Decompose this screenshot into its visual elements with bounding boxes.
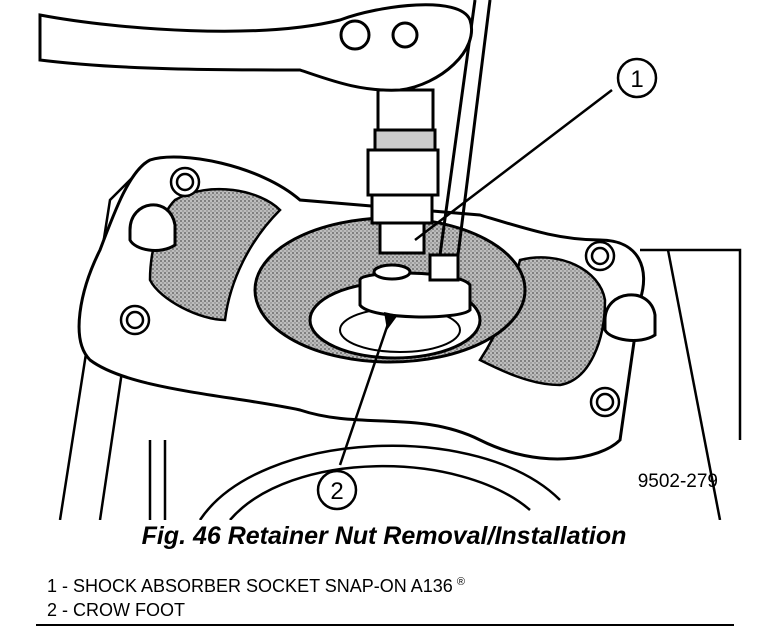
callout-2: 2 bbox=[316, 469, 358, 511]
retainer-plate bbox=[77, 155, 657, 461]
figure-caption: Fig. 46 Retainer Nut Removal/Installatio… bbox=[141, 522, 627, 550]
callout-1: 1 bbox=[616, 57, 658, 99]
legend-item-1: 1 - SHOCK ABSORBER SOCKET SNAP-ON A136® bbox=[47, 570, 465, 598]
legend-item-2: 2 - CROW FOOT bbox=[47, 598, 465, 622]
legend: 1 - SHOCK ABSORBER SOCKET SNAP-ON A136® … bbox=[47, 570, 465, 622]
registered-mark: ® bbox=[456, 576, 465, 588]
technical-illustration: 1 2 9502-279 bbox=[38, 0, 742, 520]
legend-item-label: 2 - CROW FOOT bbox=[47, 600, 185, 620]
arrowhead-icon bbox=[384, 312, 398, 330]
callout-leaders bbox=[338, 89, 613, 466]
drawing-id: 9502-279 bbox=[638, 471, 718, 492]
callout-2-label: 2 bbox=[330, 478, 343, 505]
crow-foot-tool bbox=[358, 0, 492, 319]
legend-item-label: 1 - SHOCK ABSORBER SOCKET SNAP-ON A136 bbox=[47, 576, 453, 596]
callout-1-label: 1 bbox=[630, 66, 643, 93]
bottom-divider bbox=[36, 624, 734, 626]
